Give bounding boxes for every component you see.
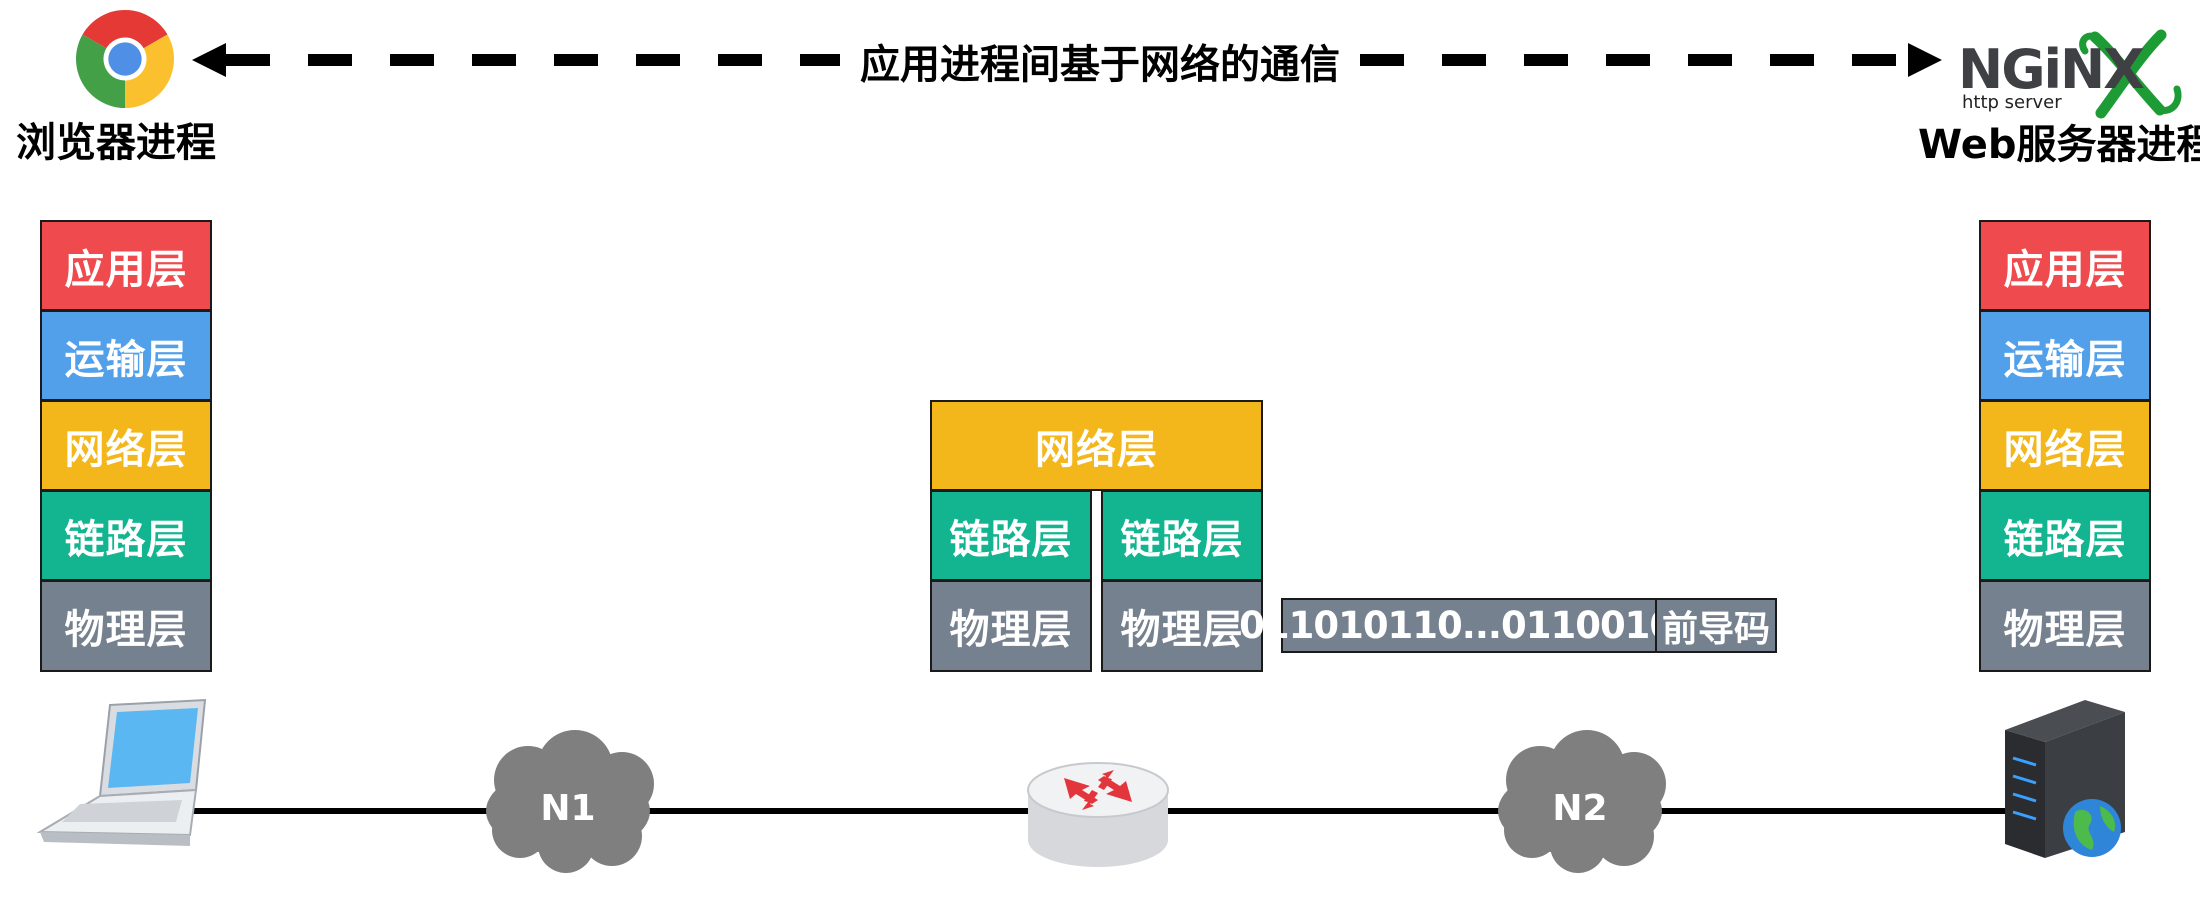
arrow-head-left <box>192 43 226 77</box>
top-message: 应用进程间基于网络的通信 <box>860 42 1340 88</box>
left-link-layer: 链路层 <box>40 490 212 581</box>
router-link-layer-left: 链路层 <box>930 490 1092 581</box>
bit-stream: 011010110...01100100 <box>1239 598 1700 653</box>
nginx-wordmark: NGiNX <box>1958 38 2145 101</box>
router-network-layer: 网络层 <box>930 400 1263 491</box>
cloud-n2-label: N2 <box>1552 788 1608 829</box>
laptop-icon <box>36 698 207 846</box>
preamble: 前导码 <box>1655 598 1777 653</box>
server-icon <box>2005 700 2125 858</box>
right-link-layer: 链路层 <box>1979 490 2151 581</box>
cloud-n2-icon <box>1498 730 1666 873</box>
cloud-n1-icon <box>486 730 654 873</box>
right-network-layer: 网络层 <box>1979 400 2151 491</box>
chrome-icon <box>76 10 174 108</box>
router-icon <box>1027 762 1169 867</box>
network-topology <box>36 698 2125 873</box>
left-network-layer: 网络层 <box>40 400 212 491</box>
right-transport-layer: 运输层 <box>1979 310 2151 401</box>
left-application-layer: 应用层 <box>40 220 212 311</box>
communication-arrow <box>192 43 1942 77</box>
router-physical-layer-right: 物理层 <box>1101 580 1263 672</box>
left-physical-layer: 物理层 <box>40 580 212 672</box>
arrow-head-right <box>1908 43 1942 77</box>
server-process-label: Web服务器进程 <box>1918 122 2200 168</box>
right-physical-layer: 物理层 <box>1979 580 2151 672</box>
right-application-layer: 应用层 <box>1979 220 2151 311</box>
router-link-layer-right: 链路层 <box>1101 490 1263 581</box>
cloud-n1-label: N1 <box>540 788 596 829</box>
router-physical-layer-left: 物理层 <box>930 580 1092 672</box>
left-transport-layer: 运输层 <box>40 310 212 401</box>
nginx-tagline: http server <box>1962 92 2062 113</box>
nginx-logo-icon <box>2079 29 2182 119</box>
browser-process-label: 浏览器进程 <box>16 120 216 166</box>
